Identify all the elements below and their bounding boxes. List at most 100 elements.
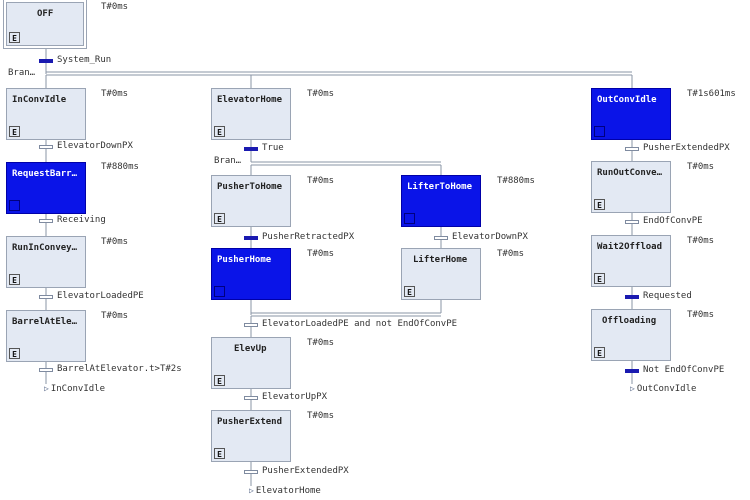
transition-bar[interactable] [39,368,53,372]
action-marker[interactable]: E [214,126,225,137]
step-runoutconveyor[interactable]: RunOutConve… E [591,161,671,213]
transition-condition: PusherRetractedPX [262,232,355,242]
transition-bar[interactable] [625,147,639,151]
step-name: OFF [37,9,54,19]
jump-arrow-icon: ▷ [44,384,49,393]
jump-arrow-icon: ▷ [249,486,254,495]
action-marker[interactable]: E [214,213,225,224]
jump-elevatorhome[interactable]: ▷ElevatorHome [249,486,321,496]
step-off[interactable]: OFF E [3,0,87,49]
step-pusherextend[interactable]: PusherExtend E [211,410,291,462]
transition-bar[interactable] [39,219,53,223]
transition-bar[interactable] [244,323,258,327]
step-name: LifterHome [413,255,468,265]
transition-condition: Requested [643,291,692,301]
transition-bar[interactable] [39,145,53,149]
transition-condition: ElevatorDownPX [57,141,133,151]
transition-condition: PusherExtendedPX [643,143,730,153]
transition-bar[interactable] [625,220,639,224]
step-name: Offloading [602,316,657,326]
step-timer: T#880ms [497,176,535,186]
transition-bar[interactable] [39,295,53,299]
step-name: PusherToHome [217,182,283,192]
action-marker[interactable]: E [594,273,605,284]
action-marker[interactable]: E [214,448,225,459]
transition-condition: Receiving [57,215,106,225]
transition-condition: ElevatorLoadedPE [57,291,144,301]
action-marker[interactable]: E [9,200,20,211]
step-timer: T#0ms [101,89,129,99]
step-timer: T#0ms [307,89,335,99]
jump-target: InConvIdle [50,384,106,394]
transition-condition: True [262,143,284,153]
transition-bar[interactable] [39,59,53,63]
transition-condition: EndOfConvPE [643,216,703,226]
step-timer: T#0ms [687,162,715,172]
step-name: ElevatorHome [217,95,283,105]
step-barrelatelevator[interactable]: BarrelAtEle… E [6,310,86,362]
jump-target: OutConvIdle [636,384,697,394]
step-timer: T#0ms [307,176,335,186]
action-marker[interactable]: E [9,274,20,285]
step-name: PusherExtend [217,417,283,427]
action-marker[interactable]: E [214,286,225,297]
transition-condition: ElevatorDownPX [452,232,528,242]
action-marker[interactable]: E [9,32,20,43]
jump-arrow-icon: ▷ [630,384,635,393]
jump-inconvidle[interactable]: ▷InConvIdle [44,384,105,394]
step-name: LifterToHome [407,182,473,192]
step-name: BarrelAtEle… [12,317,78,327]
step-inconvidle[interactable]: InConvIdle E [6,88,86,140]
transition-condition: ElevatorLoadedPE and not EndOfConvPE [262,319,458,329]
step-name: InConvIdle [12,95,67,105]
transition-bar[interactable] [244,470,258,474]
action-marker[interactable]: E [9,126,20,137]
step-name: RunInConvey… [12,243,78,253]
action-marker[interactable]: E [9,348,20,359]
step-name: ElevUp [234,344,267,354]
step-runinconveyor[interactable]: RunInConvey… E [6,236,86,288]
step-name: RunOutConve… [597,168,663,178]
step-timer: T#0ms [101,2,129,12]
branch-label: Bran… [8,68,36,78]
step-timer: T#0ms [307,249,335,259]
transition-bar[interactable] [625,369,639,373]
transition-bar[interactable] [244,396,258,400]
step-lifterhome[interactable]: LifterHome E [401,248,481,300]
step-name: RequestBarr… [12,169,78,179]
transition-condition: System_Run [57,55,112,65]
action-marker[interactable]: E [404,286,415,297]
step-elevatorhome[interactable]: ElevatorHome E [211,88,291,140]
step-timer: T#0ms [307,411,335,421]
step-name: Wait2Offload [597,242,663,252]
action-marker[interactable]: E [214,375,225,386]
jump-target: ElevatorHome [255,486,321,496]
step-elevup[interactable]: ElevUp E [211,337,291,389]
step-timer: T#0ms [307,338,335,348]
transition-condition: BarrelAtElevator.t>T#2s [57,364,182,374]
step-pushertohome[interactable]: PusherToHome E [211,175,291,227]
transition-condition: PusherExtendedPX [262,466,349,476]
step-outconvidle[interactable]: OutConvIdle E [591,88,671,140]
step-offloading[interactable]: Offloading E [591,309,671,361]
step-requestbarrel[interactable]: RequestBarr… E [6,162,86,214]
transition-bar[interactable] [244,236,258,240]
step-timer: T#0ms [101,311,129,321]
branch-label: Bran… [214,156,242,166]
transition-bar[interactable] [434,236,448,240]
step-pusherhome[interactable]: PusherHome E [211,248,291,300]
step-timer: T#0ms [497,249,525,259]
step-timer: T#1s601ms [687,89,736,99]
action-marker[interactable]: E [594,126,605,137]
step-timer: T#880ms [101,162,139,172]
action-marker[interactable]: E [594,347,605,358]
step-wait2offload[interactable]: Wait2Offload E [591,235,671,287]
step-name: PusherHome [217,255,272,265]
transition-bar[interactable] [244,147,258,151]
action-marker[interactable]: E [404,213,415,224]
jump-outconvidle[interactable]: ▷OutConvIdle [630,384,696,394]
action-marker[interactable]: E [594,199,605,210]
step-liftertohome[interactable]: LifterToHome E [401,175,481,227]
transition-bar[interactable] [625,295,639,299]
